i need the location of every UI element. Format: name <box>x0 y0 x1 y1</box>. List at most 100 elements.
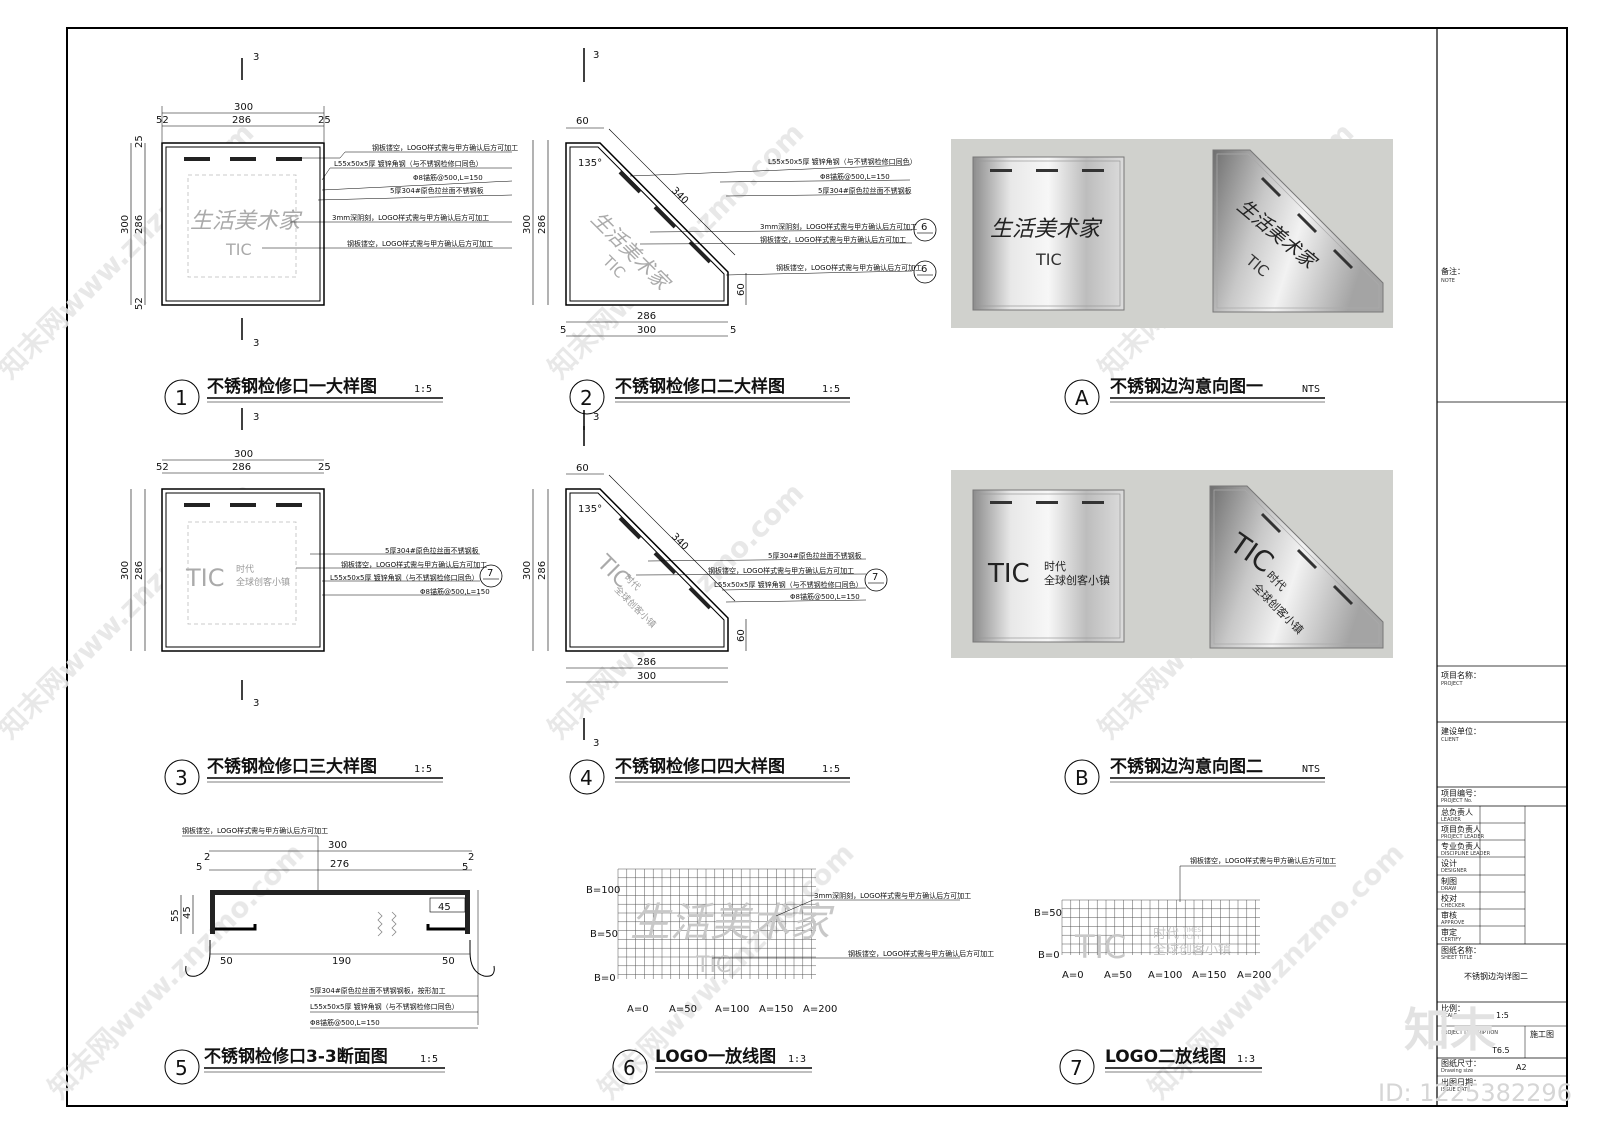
annotation: 5厚304#原色拉丝面不锈钢板 <box>390 186 484 195</box>
scale-value: 1:5 <box>1496 1011 1509 1020</box>
drawing-scale: 1:5 <box>414 764 432 775</box>
drawing-scale: 1:5 <box>822 384 840 395</box>
dim-label: 286 <box>134 215 145 234</box>
drawing-title: 不锈钢检修口3-3断面图 <box>204 1046 388 1067</box>
section-mark: 3 <box>253 52 259 63</box>
drawing-1-square-hatch: 3 3 300 286 52 25 300 286 25 52 生活美术家 TI… <box>120 52 518 415</box>
drawing-3-square-hatch: 3 3 300 286 52 25 300 286 TIC 时代 全球创客小镇 … <box>120 408 503 795</box>
dim-label: 25 <box>318 462 331 473</box>
dim-label: 276 <box>330 859 349 870</box>
drawing-number: 6 <box>623 1056 636 1080</box>
logo-text: 时代 <box>1153 927 1179 942</box>
dim-label: 286 <box>537 561 548 580</box>
drawing-scale: NTS <box>1302 764 1320 775</box>
logo-text: 全球创客小镇 <box>1044 573 1110 587</box>
tb-label-en: DESIGNER <box>1441 868 1467 874</box>
dim-label: 300 <box>637 671 656 682</box>
detail-ref: 7 <box>872 572 878 583</box>
dim-label: 340 <box>669 185 690 206</box>
logo-text: 全球创客小镇 <box>1153 942 1231 958</box>
annotation: Φ8锚筋@500,L=150 <box>310 1018 380 1027</box>
tb-label-en: SHEET TITLE <box>1441 955 1472 961</box>
section-mark: 3 <box>253 412 259 423</box>
tb-label: 图纸名称： <box>1441 945 1481 955</box>
grid-label: B=0 <box>1038 950 1060 961</box>
annotation: L55x50x5厚 镀锌角钢（与不锈钢检修口同色） <box>714 580 863 589</box>
annotation: L55x50x5厚 镀锌角钢（与不锈钢检修口同色） <box>768 157 917 166</box>
section-mark: 3 <box>593 738 599 749</box>
tb-label-en: APPROVE <box>1441 920 1464 926</box>
dim-label: 60 <box>576 463 589 474</box>
grid-label: A=100 <box>715 1004 749 1015</box>
drawing-scale: 1:5 <box>822 764 840 775</box>
tb-label: 专业负责人 <box>1441 841 1481 851</box>
dim-label: 300 <box>522 561 533 580</box>
tb-label-en: ISSUE DATE <box>1441 1087 1470 1093</box>
annotation: 钢板镂空，LOGO样式需与甲方确认后方可加工 <box>372 143 518 152</box>
sheet-title: 不锈钢边沟详图二 <box>1464 971 1528 981</box>
drawing-scale: 1:5 <box>414 384 432 395</box>
drawing-title: 不锈钢检修口一大样图 <box>207 376 377 397</box>
detail-ref: 7 <box>487 568 493 579</box>
drawing-number: 5 <box>175 1056 188 1080</box>
dim-label: 286 <box>232 462 251 473</box>
annotation: 钢板镂空，LOGO样式需与甲方确认后方可加工 <box>1190 856 1336 865</box>
dim-label: 60 <box>736 629 747 642</box>
grid-label: B=50 <box>1034 908 1062 919</box>
tb-label-en: SCALE <box>1441 1013 1457 1019</box>
tb-label: 校对 <box>1441 893 1457 903</box>
tb-label-en: PROJECT LEADER <box>1441 834 1485 840</box>
dim-label: 5 <box>560 325 566 336</box>
drawing-scale: 1:3 <box>788 1054 806 1065</box>
dim-label: 60 <box>576 116 589 127</box>
tb-label-en: DISCIPLINE LEADER <box>1441 851 1491 857</box>
drawing-scale: NTS <box>1302 384 1320 395</box>
watermark-id: ID: 1225382296 <box>1378 1079 1572 1107</box>
annotation: 钢板镂空，LOGO样式需与甲方确认后方可加工 <box>776 263 922 272</box>
annotation: 钢板镂空，LOGO样式需与甲方确认后方可加工 <box>347 239 493 248</box>
drawing-4-chamfer-hatch: 3 60 340 286 300 300 286 60 135° TIC 时代 … <box>522 410 888 795</box>
dim-label: 300 <box>328 840 347 851</box>
drawing-title: 不锈钢检修口四大样图 <box>615 756 785 777</box>
sheet-number: T6.5 <box>1491 1046 1510 1055</box>
logo-text: TIC <box>185 564 225 592</box>
dim-label: 300 <box>522 215 533 234</box>
dim-label: 300 <box>637 325 656 336</box>
dim-label: 52 <box>134 297 145 310</box>
grid-label: A=50 <box>669 1004 697 1015</box>
grid-label: B=50 <box>590 929 618 940</box>
section-mark: 3 <box>253 698 259 709</box>
dim-label: 300 <box>120 215 131 234</box>
dim-label: 300 <box>234 102 253 113</box>
grid-label: A=0 <box>627 1004 649 1015</box>
annotation: Φ8锚筋@500,L=150 <box>413 173 483 182</box>
drawing-7-logo-grid: TIC 时代 TIMES i-CITY 全球创客小镇 B=50 B=0 A=0 … <box>1034 856 1336 1085</box>
title-block: 备注： NOTE 项目名称： PROJECT 建设单位： CLIENT 项目编号… <box>1437 266 1567 1093</box>
tb-label: 备注： <box>1441 266 1465 276</box>
tb-label-en: Drawing size <box>1441 1068 1473 1074</box>
tb-label: 审核 <box>1441 910 1457 920</box>
drawing-2-chamfer-hatch: 3 3 60 340 286 300 5 5 300 286 60 135° 生… <box>522 48 937 446</box>
tb-label: 项目编号： <box>1441 788 1481 798</box>
setout-grid <box>1061 899 1260 955</box>
drawing-5-section: 钢板镂空，LOGO样式需与甲方确认后方可加工 300 276 5 2 5 2 4… <box>164 826 495 1085</box>
tb-label: 总负责人 <box>1441 807 1473 817</box>
drawing-title: LOGO二放线图 <box>1105 1046 1226 1067</box>
dim-label: 190 <box>332 956 351 967</box>
drawing-title: 不锈钢边沟意向图二 <box>1110 756 1263 777</box>
tb-label-en: CHECKER <box>1441 903 1465 909</box>
annotation: L55x50x5厚 镀锌角钢（与不锈钢检修口同色） <box>330 573 479 582</box>
detail-ref: 6 <box>921 222 927 233</box>
section-mark: 3 <box>253 338 259 349</box>
grid-label: A=200 <box>1237 970 1271 981</box>
drawing-number: 1 <box>175 386 188 410</box>
dim-label: 52 <box>156 462 169 473</box>
tb-label-en: CERTIFY <box>1441 937 1462 943</box>
dim-label: 2 <box>204 852 210 863</box>
grid-label: A=50 <box>1104 970 1132 981</box>
grid-label: A=0 <box>1062 970 1084 981</box>
annotation: 5厚304#原色拉丝面不锈钢板 <box>768 551 862 560</box>
drawing-scale: 1:3 <box>1237 1054 1255 1065</box>
grid-label: B=0 <box>594 973 616 984</box>
